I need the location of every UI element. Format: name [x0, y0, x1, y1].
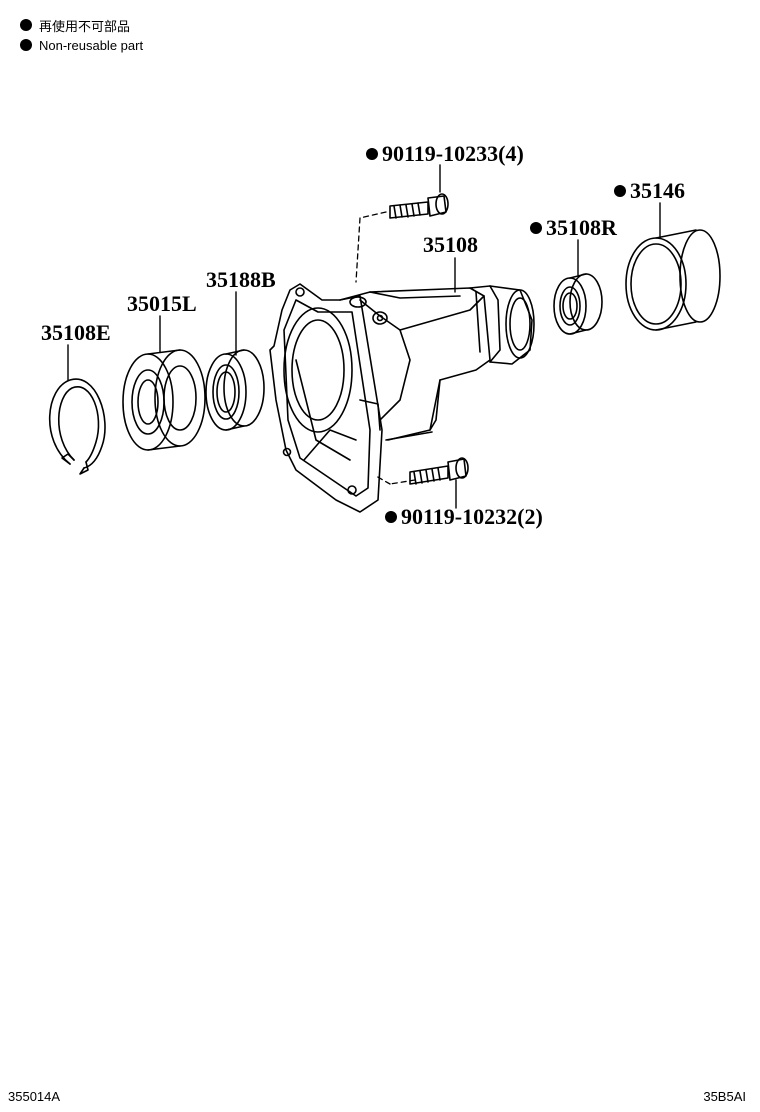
label-snap-ring: 35108E: [41, 320, 111, 345]
page-code: 35B5AI: [703, 1089, 746, 1104]
legend: 再使用不可部品 Non-reusable part: [20, 15, 143, 55]
upper-bolt: [389, 193, 449, 219]
lower-bolt: [409, 457, 469, 485]
extension-housing: [269, 283, 535, 513]
legend-text-english: Non-reusable part: [39, 37, 144, 53]
illustration-code: 355014A: [8, 1089, 61, 1104]
label-bolt-lower: 90119-10232(2): [385, 505, 543, 529]
non-reusable-dot-icon: [530, 222, 542, 234]
oil-seal: [205, 349, 265, 431]
label-rear-seal: 35108R: [530, 216, 617, 240]
legend-text-japanese: 再使用不可部品: [39, 18, 131, 34]
label-dust-cover: 35146: [614, 179, 685, 203]
bearing: [122, 349, 206, 451]
non-reusable-dot-icon: [385, 511, 397, 523]
rear-seal: [553, 273, 603, 335]
label-oil-seal: 35188B: [206, 267, 276, 292]
dust-cover: [625, 229, 721, 331]
legend-row-japanese: 再使用不可部品: [20, 15, 143, 35]
non-reusable-dot-icon: [614, 185, 626, 197]
label-bolt-upper: 90119-10233(4): [366, 142, 524, 166]
non-reusable-dot-icon: [20, 39, 32, 51]
non-reusable-dot-icon: [20, 19, 32, 31]
non-reusable-dot-icon: [366, 148, 378, 160]
label-bearing: 35015L: [127, 291, 197, 316]
label-extension-housing: 35108: [423, 232, 478, 257]
legend-row-english: Non-reusable part: [20, 35, 143, 55]
bolt-dashed-paths: [355, 211, 416, 485]
leader-lines: [67, 164, 661, 509]
snap-ring: [48, 378, 106, 475]
